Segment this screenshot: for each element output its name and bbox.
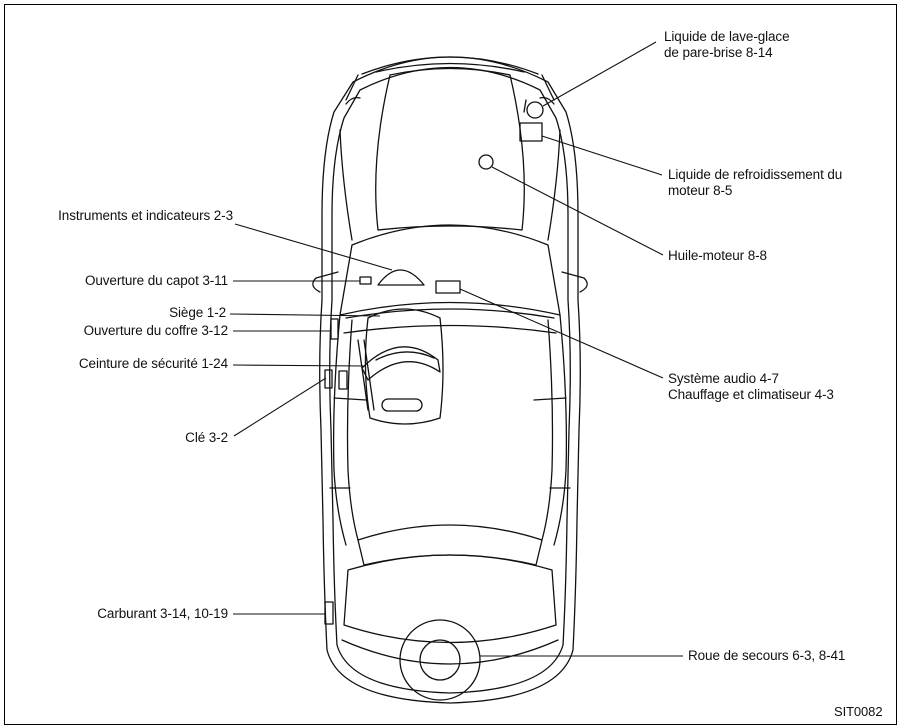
driver-seat — [364, 308, 444, 425]
key-mark — [324, 369, 333, 389]
label-spare-tire: Roue de secours 6-3, 8-41 — [688, 648, 846, 663]
label-hood-release: Ouverture du capot 3-11 — [84, 273, 228, 288]
washer-reservoir-cap — [526, 101, 544, 119]
left-mirror — [312, 271, 339, 293]
figure-code: SIT0082 — [834, 704, 883, 719]
belt-buckle-mark — [338, 370, 348, 390]
spare-tire-inner — [419, 639, 461, 681]
spare-tire-outer — [399, 619, 481, 701]
leader-audio — [459, 288, 664, 379]
coolant-reservoir — [519, 122, 543, 142]
diagram-frame — [4, 4, 897, 725]
trunk-outline — [343, 554, 557, 644]
label-key: Clé 3-2 — [185, 430, 228, 445]
label-engine-oil: Huile-moteur 8-8 — [668, 248, 767, 263]
leader-belt — [232, 364, 365, 367]
label-coolant: Liquide de refroidissement du moteur 8-5 — [668, 167, 843, 198]
label-washer-fluid: Liquide de lave-glace de pare-brise 8-14 — [664, 29, 790, 60]
label-trunk-release: Ouverture du coffre 3-12 — [83, 323, 229, 338]
leader-key — [233, 377, 327, 437]
car-body-outline — [319, 56, 581, 704]
leader-washer — [542, 41, 657, 107]
label-audio-heater: Système audio 4-7 Chauffage et climatise… — [668, 371, 834, 402]
hood-outline — [375, 67, 525, 231]
leader-seat — [229, 313, 381, 317]
label-instruments: Instruments et indicateurs 2-3 — [58, 208, 233, 223]
label-fuel: Carburant 3-14, 10-19 — [97, 606, 228, 621]
leader-coolant — [541, 135, 663, 176]
leader-instruments — [234, 223, 393, 271]
rear-window-outline — [357, 524, 543, 566]
hood-release-mark — [359, 276, 372, 285]
instrument-cluster — [377, 269, 425, 286]
oil-cap — [478, 154, 494, 170]
audio-unit-mark — [435, 280, 461, 294]
leader-oil — [491, 166, 664, 256]
right-mirror — [561, 271, 588, 293]
label-seat-belt: Ceinture de sécurité 1-24 — [78, 356, 228, 371]
fuel-door-mark — [324, 601, 334, 625]
windshield-outline — [339, 224, 561, 316]
trunk-release-mark — [330, 318, 339, 340]
label-seat: Siège 1-2 — [169, 305, 226, 320]
